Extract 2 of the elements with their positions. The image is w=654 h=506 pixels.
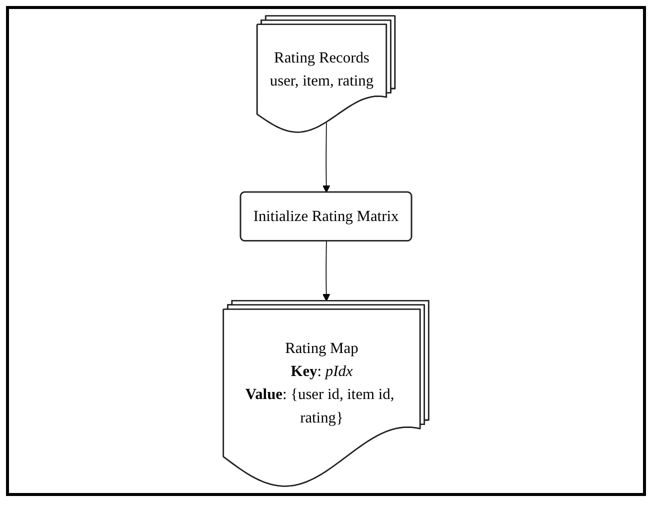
arrow [322, 240, 330, 302]
arrow [322, 122, 330, 193]
